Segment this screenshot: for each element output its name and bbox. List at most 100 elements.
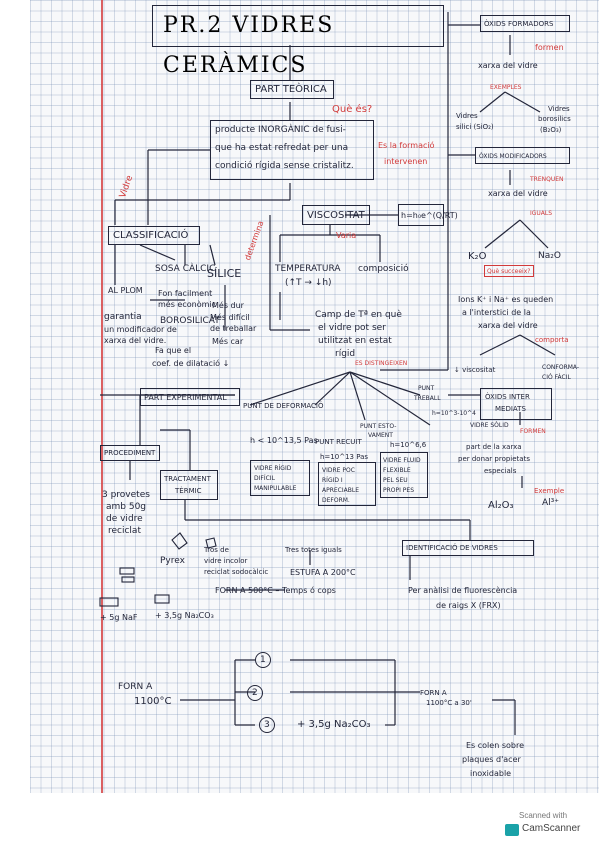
procediment-box: PROCEDIMENT — [100, 445, 160, 461]
procediment-label: PROCEDIMENT — [104, 449, 156, 457]
punt-treball-1: PUNT — [418, 385, 435, 392]
formen-2-note: FORMEN — [520, 428, 546, 435]
rang-line-2: el vidre pot ser — [318, 323, 386, 333]
es-colen-1: Es colen sobre — [466, 741, 524, 750]
punt-estovament-1: PUNT ESTO- — [360, 423, 397, 430]
frx-line-1: Per anàlisi de fluorescència — [408, 586, 518, 595]
part-xarxa-3: especials — [484, 467, 517, 475]
part-experimental-box: PART EXPERIMENTAL — [140, 388, 240, 406]
classificacio-box: CLASSIFICACIÓ — [108, 226, 200, 245]
vidres-borosilic-1: Vidres — [548, 105, 570, 113]
es-distingeixen-note: ES DISTINGEIXEN — [355, 360, 408, 367]
vidre-solid-label: VIDRE SÒLID — [470, 422, 509, 429]
forn-1100-line-2: 1100°C — [134, 696, 172, 707]
vidre-poc-rigid-4: DEFORM. — [322, 497, 350, 504]
title-box: PR.2 VIDRES CERÀMICS — [152, 5, 444, 78]
exemple-note: Exemple — [534, 487, 565, 495]
punt-deformacio-label: PUNT DE DEFORMACIÓ — [243, 402, 324, 410]
viscosity-13: h=10^13 Pas — [320, 453, 369, 461]
part-teorica-label: PART TEÒRICA — [255, 84, 327, 95]
provetes-line-1: 3 provetes — [102, 490, 150, 500]
oxids-modificadors-box: ÒXIDS MODIFICADORS — [475, 147, 570, 164]
que-succeeix-label: Què succeeix? — [487, 268, 531, 275]
vidres-borosilic-2: borosílics — [538, 115, 571, 123]
part-xarxa-1: part de la xarxa — [466, 443, 522, 451]
identificacio-label: IDENTIFICACIÓ DE VIDRES — [406, 544, 498, 552]
viscositat-down-label: ↓ viscositat — [454, 366, 496, 374]
part-xarxa-2: per donar propietats — [458, 455, 530, 463]
ions-line-1: Ions K⁺ i Na⁺ es queden — [458, 295, 554, 304]
tros-line-2: vidre incolor — [204, 557, 248, 565]
vidre-rigid-1: VIDRE RÍGID — [254, 465, 292, 472]
formula-box: h=h₀e^(Q/RT) — [398, 204, 458, 226]
grid-paper — [30, 0, 599, 793]
exemples-note: EXEMPLES — [490, 84, 522, 91]
temp-relation: (↑T → ↓h) — [285, 278, 332, 288]
part-experimental-label: PART EXPERIMENTAL — [144, 393, 227, 402]
trenquen-note: TRENQUEN — [530, 176, 564, 183]
provetes-line-3: de vidre — [106, 514, 143, 524]
pyrex-label: Pyrex — [160, 556, 185, 566]
rang-line-3: utilitzat en estat — [318, 336, 392, 346]
garantia-line-3: xarxa del vidre. — [104, 336, 167, 345]
sample-3-circle: 3 — [259, 717, 275, 733]
punt-estovament-2: VAMENT — [368, 432, 393, 439]
es-colen-2: plaques d'acer — [462, 755, 521, 764]
page-title: PR.2 VIDRES CERÀMICS — [163, 13, 335, 78]
forn-1100-right-1: FORN A — [420, 689, 447, 697]
tractament-box: TRACTAMENT TÈRMIC — [160, 470, 218, 500]
camscanner-watermark: Scanned with CamScanner — [503, 808, 585, 840]
ions-line-3: xarxa del vidre — [478, 321, 538, 330]
comporta-note: comporta — [535, 336, 569, 344]
conformacio-1: CONFORMA- — [542, 364, 580, 371]
red-margin-line — [101, 0, 103, 793]
que-succeeix-box: Què succeeix? — [484, 265, 534, 277]
oxids-formadors-box: ÒXIDS FORMADORS — [480, 15, 570, 32]
vidre-fluid-3: PEL SEU — [383, 477, 408, 484]
conformacio-2: CIÓ FÀCIL — [542, 374, 571, 381]
vidre-poc-rigid-1: VIDRE POC — [322, 467, 355, 474]
formen-note: formen — [535, 43, 564, 52]
silice-desc-2: Més difícil — [210, 313, 250, 322]
vidres-borosilic-3: (B₂O₃) — [540, 126, 562, 134]
provetes-line-4: reciclat — [108, 526, 141, 536]
viscositat-box: VISCOSITAT — [302, 205, 370, 225]
tros-line-3: reciclat sodocàlcic — [204, 568, 269, 576]
k2o-label: K₂O — [468, 251, 487, 262]
viscosity-3-4: h=10^3-10^4 — [432, 410, 476, 417]
silice-desc-3: de treballar — [210, 324, 257, 333]
que-es-question: Què és? — [332, 104, 373, 115]
vidre-poc-rigid-3: APRECIABLE — [322, 487, 359, 494]
forn-500-label: FORN A 500°C – Temps ó cops — [215, 586, 336, 595]
na2co3-label: + 3,5g Na₂CO₃ — [155, 611, 214, 620]
al2o3-label: Al₂O₃ — [488, 500, 514, 511]
tractament-line-1: TRACTAMENT — [164, 475, 211, 483]
vidre-fluid-1: VIDRE FLUID — [383, 457, 421, 464]
camscanner-logo-icon — [505, 824, 519, 836]
es-la-formacio-note: Es la formació — [378, 141, 435, 150]
iguals-note: IGUALS — [530, 210, 553, 217]
vidre-rigid-2: DIFÍCIL — [254, 475, 275, 482]
borosilicat-label: BOROSILICAT — [160, 316, 220, 326]
part-teorica-box: PART TEÒRICA — [250, 80, 334, 99]
frx-line-2: de raigs X (FRX) — [436, 601, 501, 610]
vidre-poc-rigid-2: RÍGID I — [322, 477, 343, 484]
silice-desc-1: Més dur — [212, 301, 244, 310]
vidre-fluid-4: PROPI PES — [383, 487, 415, 494]
vidres-silici-1: Vidres — [456, 112, 478, 120]
vidre-rigid-box: VIDRE RÍGID DIFÍCIL MANIPULABLE — [250, 460, 310, 496]
tros-line-1: Tros de — [204, 546, 229, 554]
oxids-intermedis-1: ÒXIDS INTER — [485, 393, 530, 401]
borosilicat-desc-2: coef. de dilatació ↓ — [152, 359, 230, 368]
forn-1100-line-1: FORN A — [118, 682, 153, 692]
vidre-rigid-3: MANIPULABLE — [254, 485, 297, 492]
composicio-label: composició — [358, 264, 409, 274]
na2o-label: Na₂O — [538, 251, 561, 261]
provetes-line-2: amb 50g — [106, 502, 147, 512]
estufa-label: ESTUFA A 200°C — [290, 568, 356, 577]
punt-recuit-label: PUNT RECUIT — [315, 438, 362, 446]
sample-3-additive: + 3,5g Na₂CO₃ — [297, 719, 371, 730]
oxids-modificadors-label: ÒXIDS MODIFICADORS — [479, 153, 547, 160]
temperatura-label: TEMPERATURA — [275, 264, 341, 274]
